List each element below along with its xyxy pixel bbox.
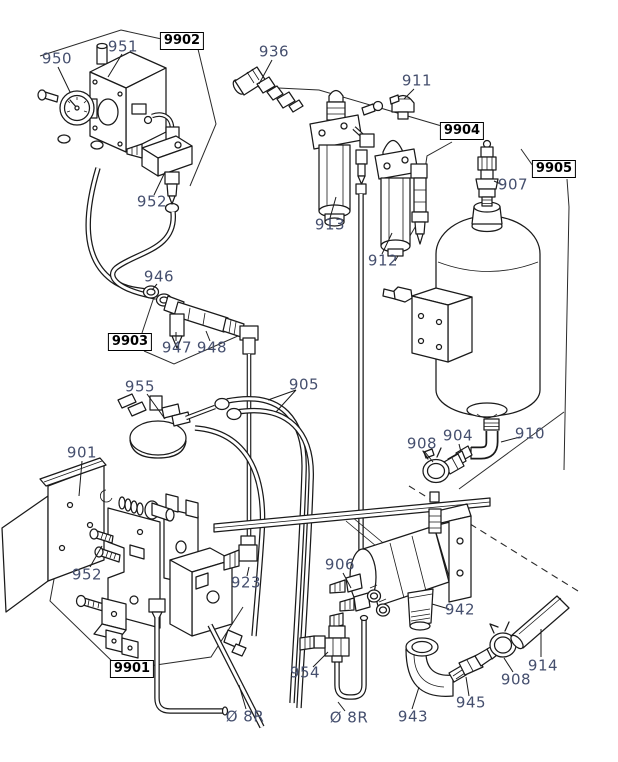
callout-954: 954 [289, 663, 321, 682]
pipe-assembly-9903 [144, 286, 259, 537]
callout-951: 951 [107, 37, 139, 56]
callout-952-bottom: 952 [71, 565, 103, 584]
tee-and-u-tube [300, 613, 368, 697]
tee-fitting-954 [300, 613, 349, 662]
callout-947: 947 [161, 338, 193, 357]
callout-905: 905 [288, 375, 320, 394]
callout-912: 912 [367, 251, 399, 270]
elbow-943 [406, 638, 453, 696]
callout-913: 913 [314, 215, 346, 234]
callout-923: 923 [230, 573, 262, 592]
callout-955: 955 [124, 377, 156, 396]
callout-950: 950 [41, 49, 73, 68]
elbow-910-thread [484, 419, 499, 430]
elbow-923 [224, 536, 257, 570]
callout-908-bottom: 908 [500, 670, 532, 689]
air-tank-assembly [383, 141, 540, 419]
lubricator-unit-912 [375, 141, 428, 257]
callout-945: 945 [455, 693, 487, 712]
hoses-to-manifold [88, 168, 173, 297]
callout-914: 914 [527, 656, 559, 675]
callout-908-upper: 908 [406, 434, 438, 453]
callout-942: 942 [444, 600, 476, 619]
group-label-9905: 9905 [531, 160, 577, 178]
tube-914 [509, 596, 569, 651]
filter-regulator-units [231, 67, 428, 567]
quick-coupling-936 [231, 67, 303, 112]
callout-906: 906 [324, 555, 356, 574]
callout-907: 907 [497, 175, 529, 194]
pipe-cap [356, 184, 366, 194]
bracket-bar-901 [40, 458, 106, 486]
manifold-and-hoses [118, 394, 311, 708]
callout-901: 901 [66, 443, 98, 462]
callout-911: 911 [401, 71, 433, 90]
distributor-manifold-955 [118, 394, 241, 458]
group-label-9902: 9902 [159, 32, 205, 50]
dashed-boundary [409, 486, 578, 591]
solenoid-block [149, 548, 246, 656]
pressure-gauge-950 [60, 91, 97, 125]
gauge-screw [38, 90, 58, 102]
dimension-label-8r-right: Ø 8R [329, 708, 369, 727]
callout-936: 936 [258, 42, 290, 61]
valve-947 [170, 314, 184, 348]
callout-948: 948 [196, 338, 228, 357]
leader-lines [58, 54, 541, 711]
gauge-valve-block-assembly [38, 44, 192, 298]
callout-946: 946 [143, 267, 175, 286]
spring-plunger [100, 490, 174, 521]
connecting-arm [354, 128, 374, 184]
safety-valve-907 [476, 141, 498, 207]
elbow-948 [240, 326, 258, 354]
callout-943: 943 [397, 707, 429, 726]
fitting-block-952 [127, 136, 192, 213]
callout-904: 904 [442, 426, 474, 445]
filter-unit-913 [310, 91, 362, 227]
outlet-942 [408, 589, 433, 630]
regulator-knob-911 [390, 95, 414, 119]
tank-outlet-fittings [423, 419, 499, 483]
callout-910: 910 [514, 424, 546, 443]
tank-bracket [383, 287, 472, 362]
dimension-label-8r-left: Ø 8R [225, 707, 265, 726]
inlet-fittings-906 [330, 574, 390, 616]
group-label-9901: 9901 [109, 660, 155, 678]
hose-clamp-908-upper [423, 448, 449, 483]
group-label-9903: 9903 [107, 333, 153, 351]
mounting-screw [362, 102, 383, 116]
drain-fittings [406, 596, 569, 696]
frame-and-pump [214, 492, 490, 630]
valve-bracket-assembly-9901 [2, 458, 262, 727]
group-label-9904: 9904 [439, 122, 485, 140]
callout-952-top: 952 [136, 192, 168, 211]
lower-bolt-and-feet [77, 596, 139, 659]
